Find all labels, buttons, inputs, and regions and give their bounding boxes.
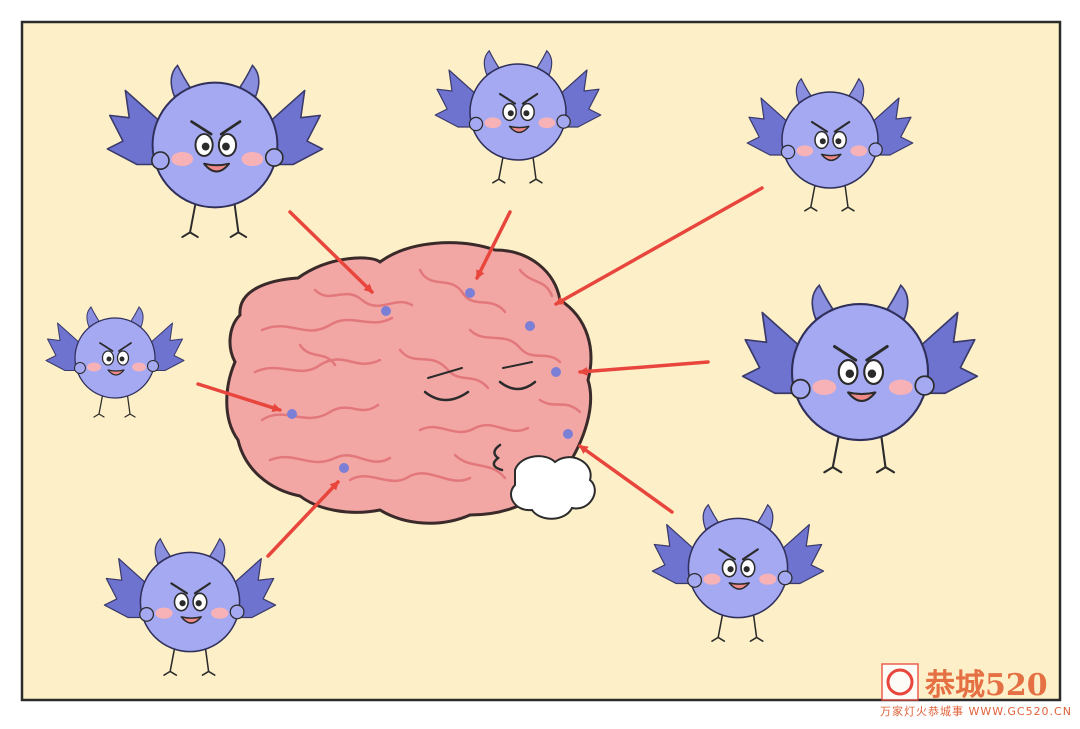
breath-puff [510,455,596,520]
watermark-caption: 万家灯火恭城事 WWW.GC520.CN [880,705,1072,718]
arrow-4 [578,360,710,376]
attack-arrows [196,186,764,558]
entry-dot-7 [563,429,573,439]
entry-dot-1 [381,306,391,316]
watermark-logo-text: 恭城520 [924,668,1048,703]
arrow-7 [578,444,674,514]
entry-dot-4 [551,367,561,377]
entry-dot-5 [287,409,297,419]
entry-dot-2 [465,288,475,298]
entry-dot-6 [339,463,349,473]
brain [225,241,593,525]
arrow-1 [288,210,374,294]
brain-folds [253,268,582,483]
arrow-6 [266,480,340,558]
entry-dot-3 [525,321,535,331]
entry-points [287,288,573,473]
arrow-3 [554,186,764,306]
arrow-2 [475,210,512,280]
arrow-5 [196,382,282,413]
watermark-logo: 恭城520 [881,663,1048,703]
